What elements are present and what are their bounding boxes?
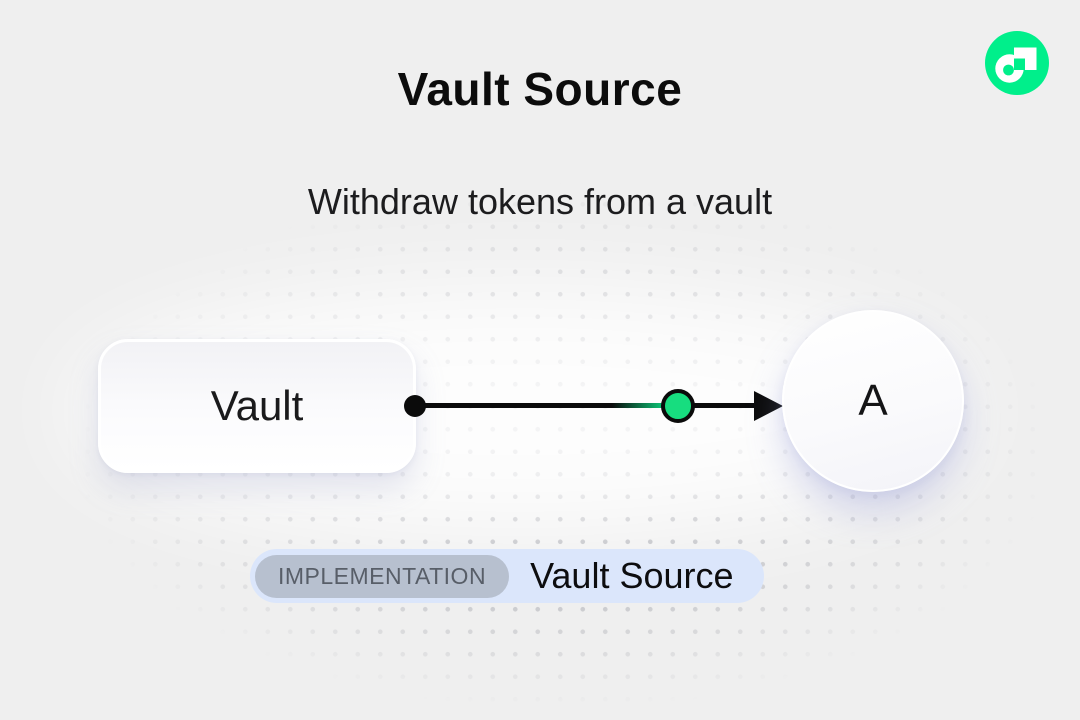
a-node-label: A xyxy=(858,376,888,425)
page-subtitle: Withdraw tokens from a vault xyxy=(307,181,773,222)
flow-logo-icon xyxy=(985,31,1049,95)
implementation-badge: IMPLEMENTATION Vault Source xyxy=(250,549,764,603)
edge-midpoint-node xyxy=(661,389,695,423)
page-title: Vault Source xyxy=(397,63,683,115)
vault-node-label: Vault xyxy=(210,382,304,429)
implementation-tag: IMPLEMENTATION xyxy=(255,554,510,598)
edge-arrowhead-icon xyxy=(754,391,783,421)
diagram-node-vault: Vault xyxy=(98,339,416,473)
edge-line xyxy=(413,403,761,408)
edge-line-green-segment xyxy=(612,403,664,408)
implementation-label: Vault Source xyxy=(530,555,734,596)
diagram-node-a: A xyxy=(782,310,964,492)
